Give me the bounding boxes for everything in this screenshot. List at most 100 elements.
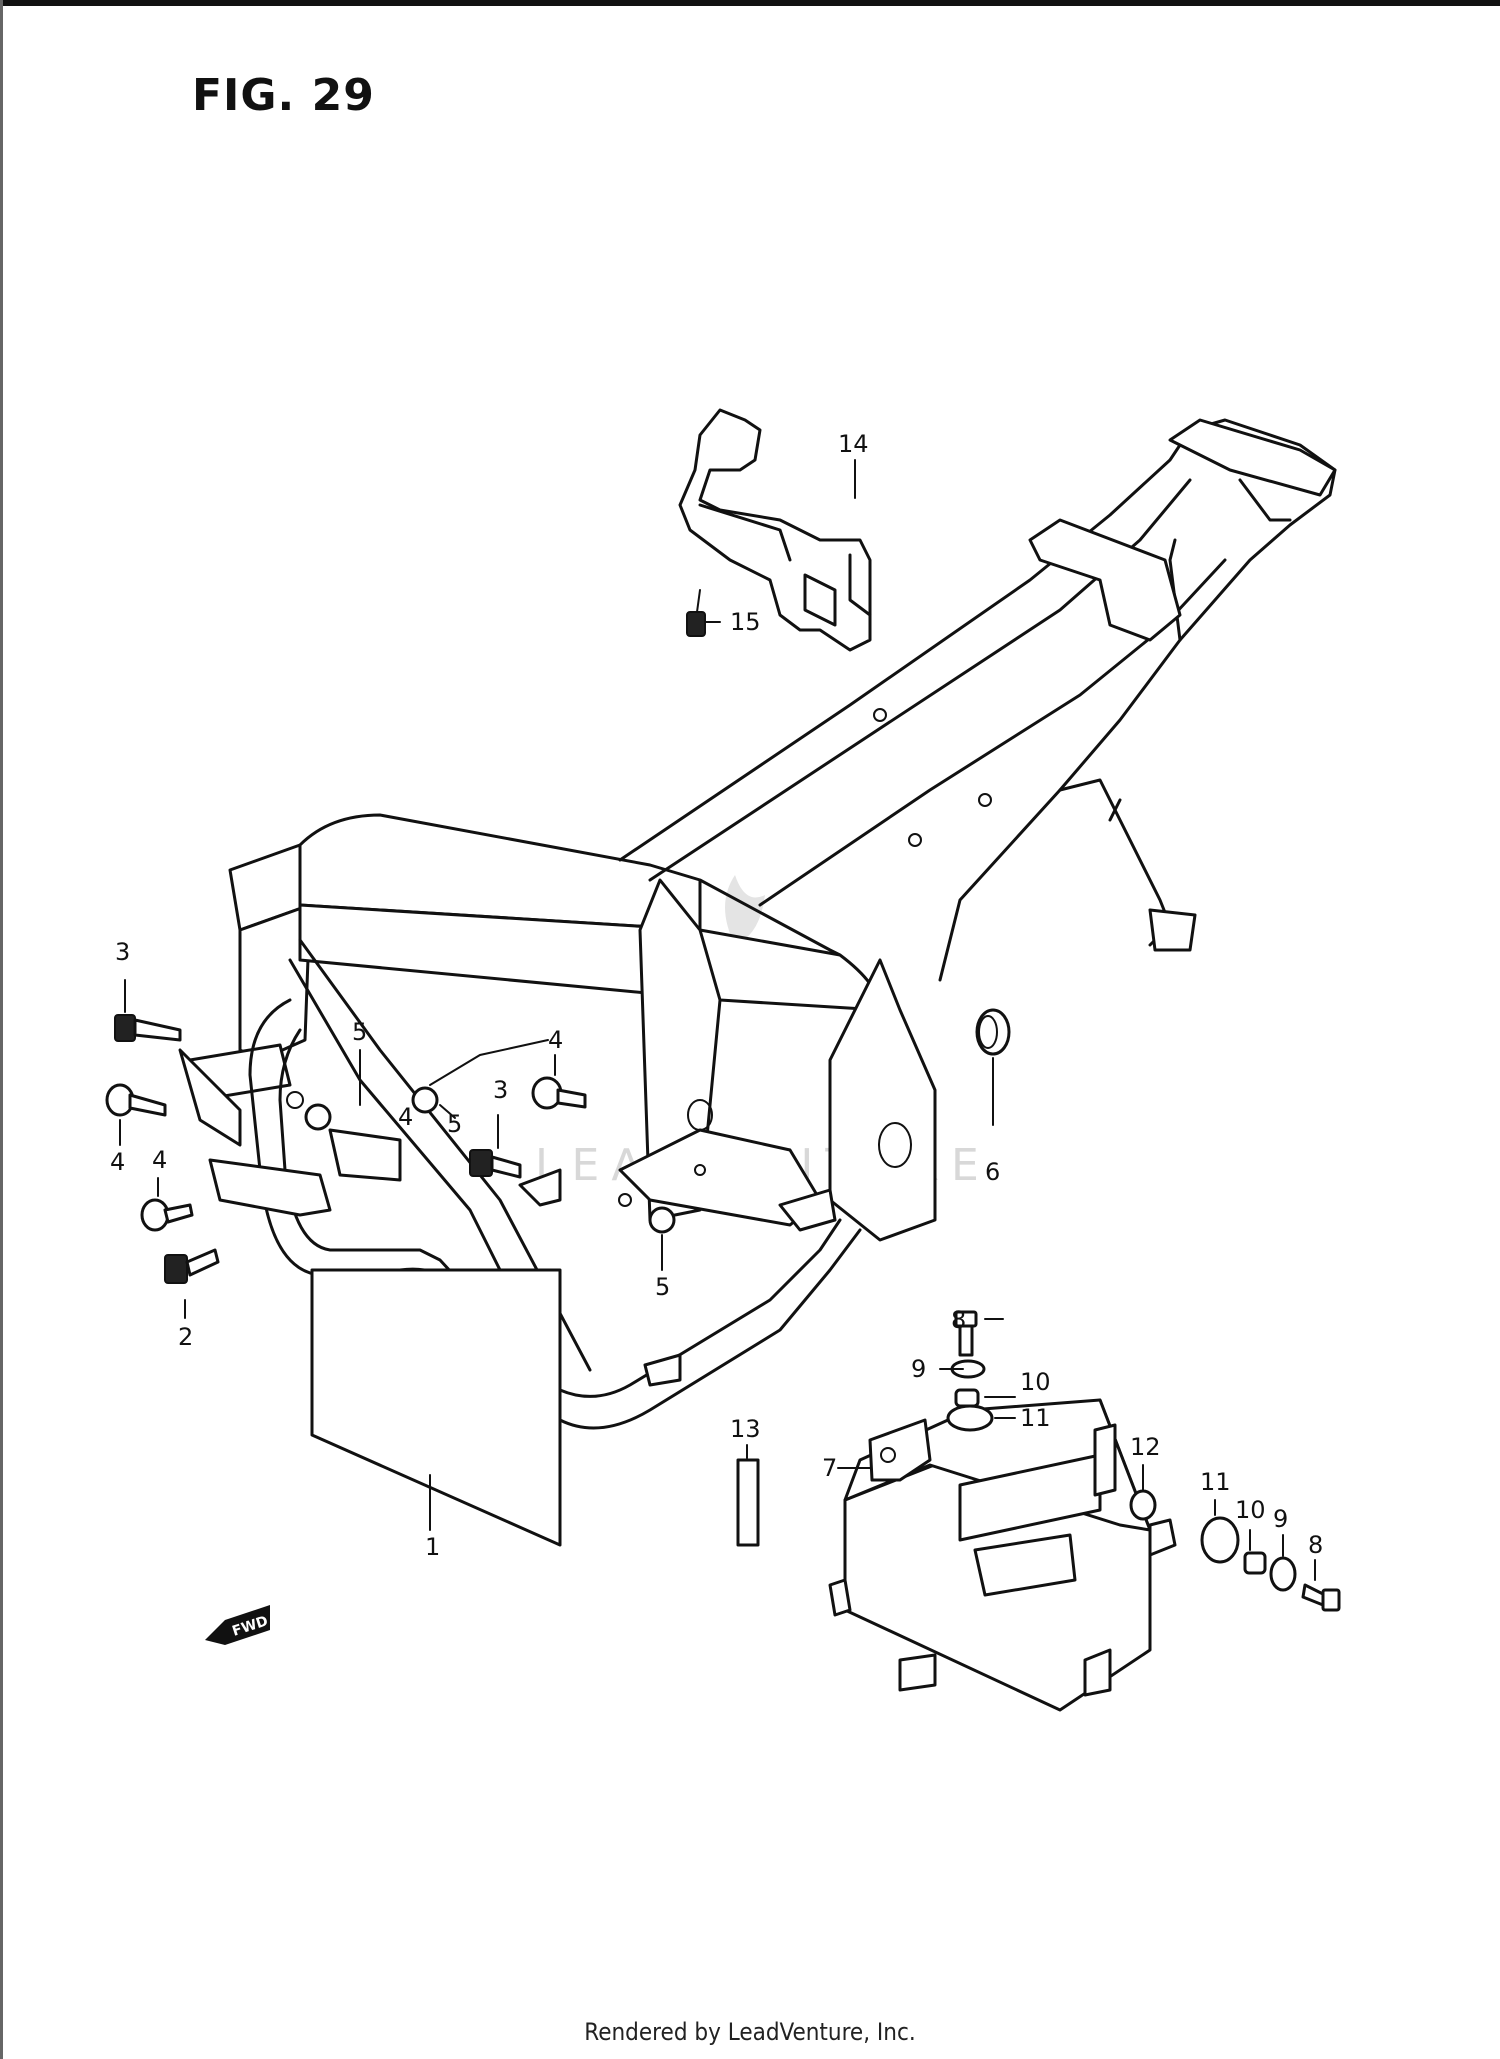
callout-10-top: 10 xyxy=(1020,1368,1051,1396)
callout-10-right: 10 xyxy=(1235,1496,1266,1524)
battery-box-inner-wall xyxy=(958,1453,1102,1542)
part-10-collar-right xyxy=(1243,1551,1267,1575)
down-tube-inner xyxy=(278,1028,842,1398)
bracket-slot xyxy=(803,573,837,627)
pivot-hole xyxy=(878,1122,912,1168)
ear-hole-left xyxy=(880,1447,896,1463)
part-3-bolt-left xyxy=(114,1014,182,1042)
fwd-arrow-icon xyxy=(205,1605,270,1645)
rail-hole-b xyxy=(873,708,887,722)
strut-foot xyxy=(1148,908,1197,952)
spar-joint xyxy=(699,878,841,957)
callout-8-top: 8 xyxy=(951,1306,966,1334)
part-14-bracket xyxy=(678,408,872,652)
bracket-fold xyxy=(698,503,792,562)
callout-2: 2 xyxy=(178,1323,193,1351)
battery-box-floor-pad xyxy=(973,1533,1077,1597)
fasteners xyxy=(105,589,1341,1612)
callout-11-right: 11 xyxy=(1200,1468,1231,1496)
callout-3-center: 3 xyxy=(493,1076,508,1104)
part-1-plate xyxy=(310,1268,562,1547)
tail-tab xyxy=(1238,478,1292,522)
battery-box-clip xyxy=(898,1653,937,1692)
rail-hole-c xyxy=(978,793,992,807)
mount-hole-d xyxy=(694,1164,706,1176)
part-10-collar-top xyxy=(954,1388,980,1408)
leader-lines xyxy=(119,459,1316,1581)
battery-box-stay xyxy=(1148,1518,1177,1557)
leader-5b xyxy=(439,1104,456,1119)
leader-4d xyxy=(429,1039,549,1086)
figure-title: FIG. 29 xyxy=(192,70,375,121)
part-4-bolt-left-lower xyxy=(140,1198,194,1232)
rear-mount-block xyxy=(778,1188,837,1232)
footer-credit: Rendered by LeadVenture, Inc. xyxy=(584,2018,916,2046)
part-13-label xyxy=(736,1458,760,1547)
part-11-grommet-right xyxy=(1200,1516,1240,1564)
battery-box-ear-left xyxy=(868,1418,932,1482)
callout-9-right: 9 xyxy=(1273,1505,1288,1533)
seat-rail-lower xyxy=(758,558,1227,907)
front-mount-plate xyxy=(178,1048,242,1147)
part-5-nut-left xyxy=(304,1103,332,1131)
part-11-grommet-top xyxy=(946,1404,994,1432)
lower-mount-plate xyxy=(208,1158,332,1217)
callout-8-right: 8 xyxy=(1308,1531,1323,1559)
part-4-bolt-left-upper xyxy=(105,1083,167,1117)
part-8-bolt-top xyxy=(954,1310,978,1357)
main-spar-top xyxy=(298,813,702,932)
part-12-nut xyxy=(1129,1489,1157,1521)
part-3-bolt-center xyxy=(469,1149,522,1179)
battery-box-side-tab xyxy=(1083,1648,1112,1697)
callout-labels: 1 2 3 3 4 4 4 4 5 5 5 6 7 8 8 9 9 10 10 … xyxy=(110,430,1323,1561)
callout-4-left-upper: 4 xyxy=(110,1148,125,1176)
plug-cap xyxy=(975,1008,1011,1056)
rail-hole-a xyxy=(908,833,922,847)
part-2-bolt xyxy=(164,1248,220,1284)
callout-5-center: 5 xyxy=(447,1110,462,1138)
callout-13: 13 xyxy=(730,1415,761,1443)
watermark-flame-icon xyxy=(725,875,765,945)
left-border xyxy=(0,0,3,2059)
callout-5-lower: 5 xyxy=(655,1273,670,1301)
callout-9-top: 9 xyxy=(911,1355,926,1383)
callout-4-left-lower: 4 xyxy=(152,1146,167,1174)
part-9-washer-right xyxy=(1269,1556,1297,1592)
callout-4-center: 4 xyxy=(548,1026,563,1054)
top-border xyxy=(0,0,1500,6)
part-4-bolt-center xyxy=(531,1076,587,1110)
callout-4-frame: 4 xyxy=(398,1103,413,1131)
mount-hole-a xyxy=(286,1091,304,1109)
center-mount-tab xyxy=(518,1168,562,1207)
callout-7: 7 xyxy=(822,1454,837,1482)
battery-box-ear-right xyxy=(1093,1423,1117,1497)
battery-box-corner-tab xyxy=(828,1578,852,1617)
callout-14: 14 xyxy=(838,430,869,458)
callout-5-left: 5 xyxy=(352,1018,367,1046)
part-7-battery-box xyxy=(828,1398,1177,1712)
frame-body xyxy=(178,418,1337,1430)
lower-mount-tab xyxy=(643,1353,682,1387)
part-5-nut-center xyxy=(411,1086,439,1114)
swingarm-pivot-plate xyxy=(828,958,937,1242)
callout-12: 12 xyxy=(1130,1433,1161,1461)
part-6-plug xyxy=(975,1008,1011,1056)
mount-hole-c xyxy=(618,1193,632,1207)
tail-loop xyxy=(1028,518,1182,642)
tail-end xyxy=(1168,418,1337,497)
callout-6: 6 xyxy=(985,1158,1000,1186)
engine-hanger xyxy=(328,1128,402,1182)
callout-15: 15 xyxy=(730,608,761,636)
part-8-bolt-right xyxy=(1301,1583,1341,1612)
callout-11-top: 11 xyxy=(1020,1404,1051,1432)
plug-rim xyxy=(978,1015,998,1049)
bracket-tab xyxy=(848,553,872,617)
fwd-direction-badge: FWD xyxy=(205,1605,270,1645)
part-5-nut-lower xyxy=(648,1206,676,1234)
seat-rail-inner xyxy=(648,478,1192,882)
callout-1: 1 xyxy=(425,1533,440,1561)
callout-3-left: 3 xyxy=(115,938,130,966)
part-15-bolt xyxy=(686,589,706,637)
